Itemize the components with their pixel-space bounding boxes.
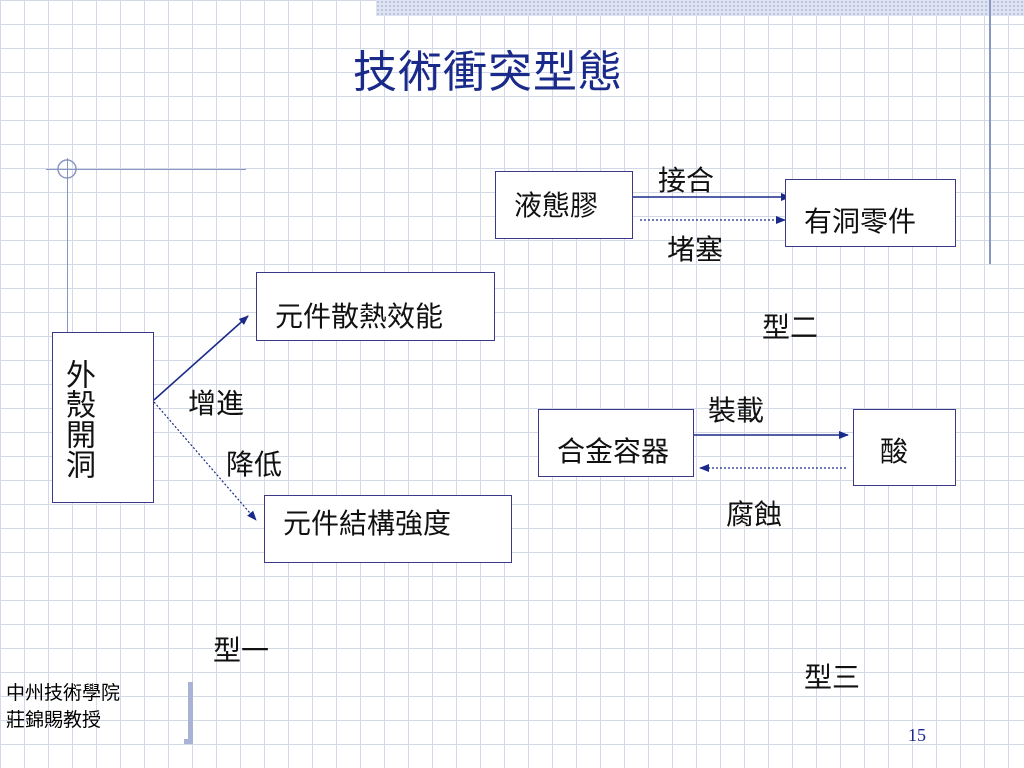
holed-part-box: 有洞零件 [785, 179, 956, 247]
crosshair-ornament [57, 159, 77, 179]
right-accent-line [989, 0, 991, 264]
holed-part-label: 有洞零件 [804, 205, 917, 238]
liquid-glue-label: 液態膠 [514, 189, 599, 222]
edge-label-block: 堵塞 [667, 233, 724, 266]
acid-label: 酸 [880, 435, 909, 468]
left-accent-hline [46, 169, 246, 170]
type3-label: 型三 [804, 661, 861, 694]
arrow-decrease [153, 401, 257, 521]
type2-label: 型二 [762, 311, 819, 344]
footer-credit: 中州技術學院 莊錦賜教授 [6, 680, 120, 734]
acid-box: 酸 [853, 409, 956, 486]
left-accent-vline [67, 158, 68, 338]
heat-dissipation-label: 元件散熱效能 [275, 300, 444, 333]
heat-dissipation-box: 元件散熱效能 [256, 272, 495, 341]
footer-institution: 中州技術學院 [6, 682, 121, 704]
alloy-container-box: 合金容器 [538, 409, 694, 477]
type1-label: 型一 [213, 634, 270, 667]
edge-label-corrode: 腐蝕 [726, 498, 783, 531]
structural-strength-box: 元件結構強度 [264, 495, 512, 563]
footer-author: 莊錦賜教授 [6, 709, 102, 731]
structural-strength-label: 元件結構強度 [283, 507, 452, 540]
footer-bracket-ornament [184, 682, 193, 744]
top-decorative-band [376, 0, 1024, 16]
edge-label-increase: 增進 [188, 387, 245, 420]
alloy-container-label: 合金容器 [557, 435, 670, 468]
shell-opening-box: 外殼開洞 [52, 332, 154, 503]
page-number: 15 [908, 725, 926, 745]
liquid-glue-box: 液態膠 [495, 171, 633, 239]
shell-opening-label: 外殼開洞 [60, 359, 95, 479]
page-title: 技術衝突型態 [353, 47, 623, 98]
edge-label-join: 接合 [658, 164, 715, 197]
edge-label-load: 裝載 [708, 394, 765, 427]
edge-label-decrease: 降低 [226, 448, 283, 481]
arrow-increase [153, 315, 249, 401]
